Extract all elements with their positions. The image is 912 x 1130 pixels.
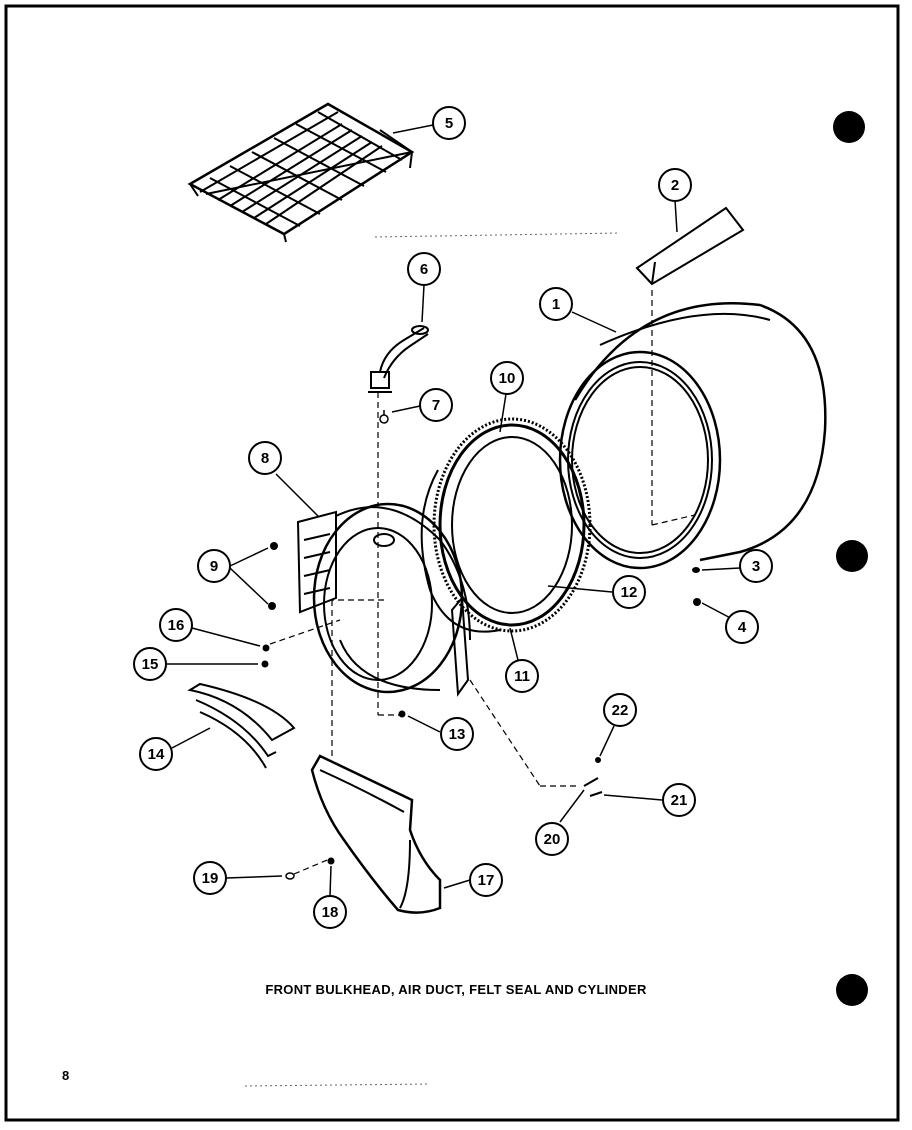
page-number: 8 [62, 1068, 70, 1083]
svg-text:10: 10 [499, 370, 516, 387]
callout-20: 20 [535, 822, 569, 856]
callout-21: 21 [662, 783, 696, 817]
diagram-caption: FRONT BULKHEAD, AIR DUCT, FELT SEAL AND … [265, 982, 647, 997]
part-9-screws [268, 542, 278, 610]
svg-text:13: 13 [449, 726, 466, 743]
callout-18: 18 [313, 895, 347, 929]
leader-14 [171, 727, 211, 749]
callout-1: 1 [539, 287, 573, 321]
callout-5: 5 [432, 106, 466, 140]
scan-noise [244, 232, 621, 1087]
part-8-bracket [296, 510, 337, 614]
leader-9 [229, 547, 269, 605]
leader-5 [392, 124, 434, 134]
callout-10: 10 [490, 361, 524, 395]
svg-text:16: 16 [168, 617, 185, 634]
assembly-guide-lines [269, 392, 580, 875]
svg-text:8: 8 [261, 450, 269, 467]
callout-9: 9 [197, 549, 231, 583]
svg-text:19: 19 [202, 870, 219, 887]
leader-2 [674, 199, 678, 233]
part-5-wire-rack [187, 102, 415, 243]
binder-holes [833, 111, 868, 1006]
svg-text:14: 14 [148, 746, 165, 763]
leader-6 [421, 284, 425, 323]
page-border [4, 4, 900, 1122]
callout-8: 8 [248, 441, 282, 475]
leader-10 [499, 393, 507, 433]
part-7-fastener [379, 410, 389, 424]
callout-15: 15 [133, 647, 167, 681]
callout-11: 11 [505, 659, 539, 693]
svg-text:11: 11 [514, 668, 530, 685]
leader-8 [275, 473, 319, 517]
part-2-baffle [635, 206, 745, 286]
svg-text:3: 3 [752, 558, 760, 575]
callout-14: 14 [139, 737, 173, 771]
leader-11 [509, 627, 519, 661]
svg-text:2: 2 [671, 177, 679, 194]
svg-text:21: 21 [671, 792, 688, 809]
callout-19: 19 [193, 861, 227, 895]
part-10-felt-seal [432, 417, 592, 633]
part-17-air-duct [310, 754, 442, 914]
svg-text:20: 20 [544, 831, 561, 848]
svg-text:4: 4 [738, 619, 747, 636]
part-16-washer [262, 644, 270, 652]
part-15-screw [261, 660, 269, 668]
part-3-washer [692, 567, 700, 573]
callout-4: 4 [725, 610, 759, 644]
svg-text:12: 12 [621, 584, 638, 601]
part-22-screw [595, 757, 601, 763]
callout-16: 16 [159, 608, 193, 642]
callout-17: 17 [469, 863, 503, 897]
svg-text:1: 1 [552, 296, 560, 313]
svg-text:22: 22 [612, 702, 629, 719]
svg-text:5: 5 [445, 115, 453, 132]
callout-13: 13 [440, 717, 474, 751]
svg-text:9: 9 [210, 558, 218, 575]
svg-text:18: 18 [322, 904, 339, 921]
part-11-seal-rim [420, 469, 501, 633]
part-6-harness [368, 325, 429, 393]
svg-text:17: 17 [478, 872, 495, 889]
callout-6: 6 [407, 252, 441, 286]
part-21-pin [589, 791, 603, 797]
part-1-cylinder [558, 301, 827, 570]
svg-text:7: 7 [432, 397, 440, 414]
part-13-screw [398, 710, 406, 718]
callout-12: 12 [612, 575, 646, 609]
leader-12 [547, 585, 613, 593]
part-19-washer [285, 872, 295, 880]
part-4-screw [693, 598, 701, 606]
part-14-lint-filter [187, 682, 296, 769]
part-20-clip [583, 777, 599, 787]
svg-text:15: 15 [142, 656, 159, 673]
cylinder-dashed-guides [651, 290, 696, 526]
callout-22: 22 [603, 693, 637, 727]
leader-1 [571, 311, 617, 333]
leader-17 [443, 879, 471, 889]
svg-text:6: 6 [420, 261, 428, 278]
callout-3: 3 [739, 549, 773, 583]
front-bulkhead [312, 502, 471, 697]
callout-7: 7 [419, 388, 453, 422]
part-18-screw [327, 857, 335, 865]
callout-2: 2 [658, 168, 692, 202]
